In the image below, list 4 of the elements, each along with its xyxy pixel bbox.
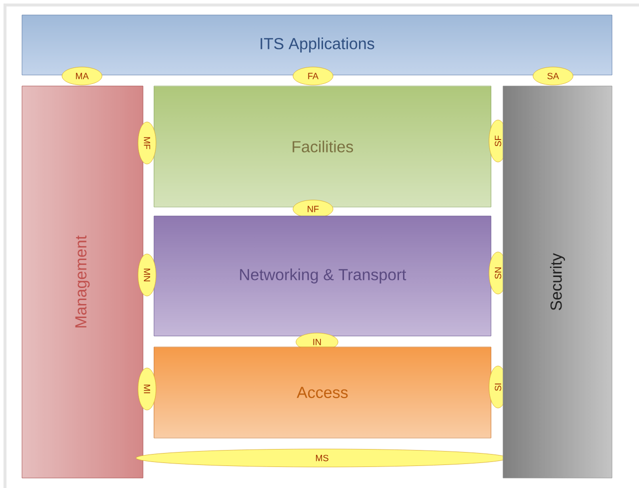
layer-box: Security [502, 86, 612, 478]
layer-box: Access [154, 346, 492, 438]
layer-box: Management [22, 86, 144, 478]
layer-box: Networking & Transport [154, 216, 492, 336]
